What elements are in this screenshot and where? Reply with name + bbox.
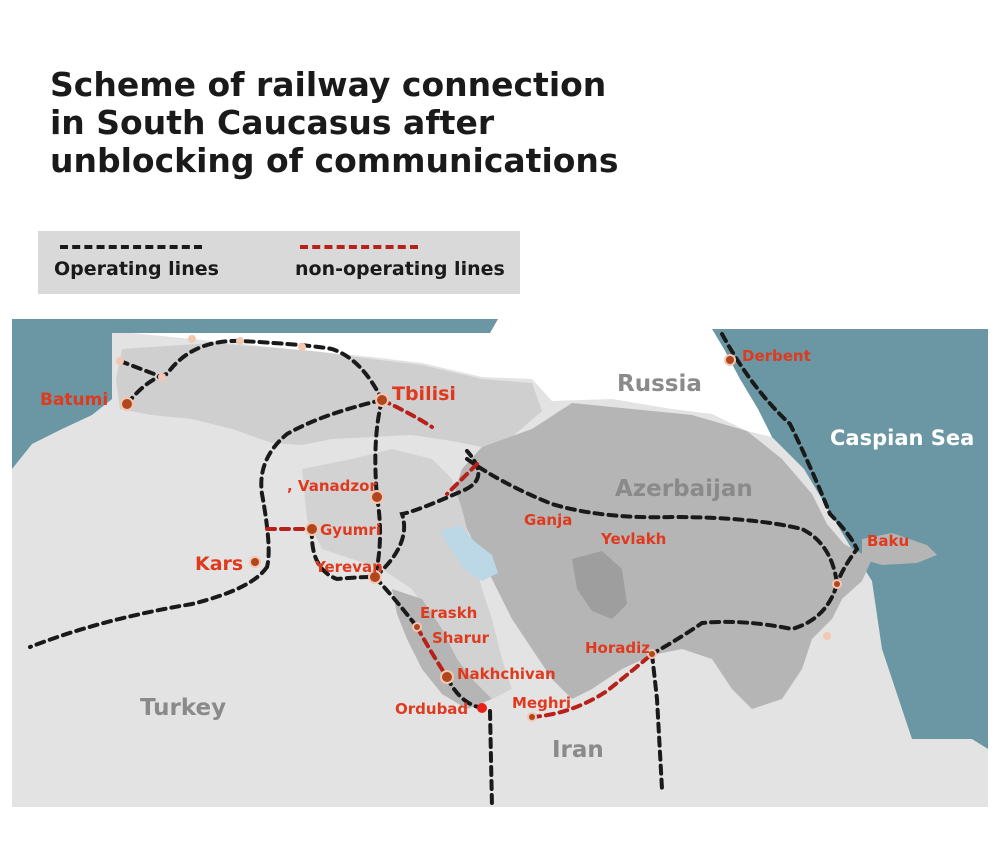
legend: Operating lines non-operating lines	[38, 231, 520, 294]
country-label-russia: Russia	[617, 371, 702, 397]
city-markers	[116, 335, 842, 722]
legend-non-operating-label: non-operating lines	[295, 258, 505, 280]
legend-operating-swatch	[60, 245, 202, 249]
city-label-sharur: Sharur	[432, 629, 490, 647]
city-label-ganja: Ganja	[524, 511, 572, 529]
city-label-tbilisi: Tbilisi	[392, 383, 456, 405]
line-vanadzor-yerevan	[373, 495, 383, 579]
city-label-yevlakh: Yevlakh	[600, 530, 666, 548]
land-nakhchivan	[392, 589, 492, 709]
line-eraskh-nakhchivan	[415, 625, 449, 679]
city-label-horadiz: Horadiz	[585, 639, 650, 657]
line-derbent-baku	[720, 332, 860, 586]
legend-non-operating-swatch	[300, 245, 418, 249]
city-marker-ordubad	[477, 703, 487, 713]
city-label-vanadzor: , Vanadzor	[287, 477, 377, 495]
land-georgia	[116, 343, 542, 447]
title-line-2: in South Caucasus after	[50, 103, 495, 142]
line-kars-west	[28, 565, 269, 649]
map-title: Scheme of railway connection in South Ca…	[50, 66, 619, 180]
city-label-batumi: Batumi	[40, 390, 108, 410]
station-dot-3	[188, 335, 196, 343]
station-dot-6	[823, 632, 831, 640]
line-meghri-horadiz	[530, 652, 654, 719]
line-batumi-branch	[118, 359, 164, 379]
railway-map: Russia Azerbaijan Turkey Iran Caspian Se…	[12, 319, 988, 807]
legend-operating-label: Operating lines	[54, 258, 219, 280]
map-canvas: Russia Azerbaijan Turkey Iran Caspian Se…	[12, 319, 988, 807]
station-dot-4	[236, 337, 244, 345]
line-gyumri-yerevan	[309, 527, 377, 582]
station-dot-2	[158, 373, 166, 381]
land-absheron	[862, 533, 937, 565]
city-label-yerevan: Yerevan	[314, 558, 383, 576]
lake-sevan	[440, 525, 498, 581]
city-label-kars: Kars	[195, 553, 243, 575]
line-horadiz-south	[650, 652, 664, 791]
city-label-ordubad: Ordubad	[395, 700, 468, 718]
city-label-eraskh: Eraskh	[420, 604, 477, 622]
title-line-1: Scheme of railway connection	[50, 65, 607, 104]
country-labels: Russia Azerbaijan Turkey Iran Caspian Se…	[140, 371, 974, 763]
country-label-turkey: Turkey	[140, 695, 226, 721]
land-russia	[132, 319, 988, 437]
city-label-nakhchivan: Nakhchivan	[457, 665, 556, 683]
line-baku-horadiz	[650, 582, 839, 656]
land-azerbaijan	[452, 403, 872, 709]
land-karabakh	[572, 551, 627, 619]
city-label-derbent: Derbent	[742, 347, 811, 365]
city-labels: Batumi Tbilisi , Vanadzor Gyumri Kars Ye…	[40, 347, 909, 718]
line-tbilisi-kars	[259, 398, 384, 569]
country-label-iran: Iran	[552, 737, 604, 763]
station-dot-5	[298, 343, 306, 351]
operating-lines	[28, 332, 860, 807]
sea-label-caspian: Caspian Sea	[830, 426, 974, 450]
line-tbilisi-vanadzor	[373, 398, 384, 499]
title-line-3: unblocking of communications	[50, 141, 619, 180]
city-label-meghri: Meghri	[512, 694, 571, 712]
city-label-gyumri: Gyumri	[320, 521, 381, 539]
line-yerevan-loop	[373, 449, 481, 579]
line-tbilisi-ganja-baku	[465, 457, 839, 586]
country-label-azerbaijan: Azerbaijan	[615, 476, 753, 502]
city-label-baku: Baku	[867, 532, 909, 550]
line-ordubad-south	[488, 709, 494, 807]
line-idjevan-gazakh	[445, 462, 479, 496]
land-armenia	[302, 449, 512, 699]
station-dot-1	[116, 357, 124, 365]
